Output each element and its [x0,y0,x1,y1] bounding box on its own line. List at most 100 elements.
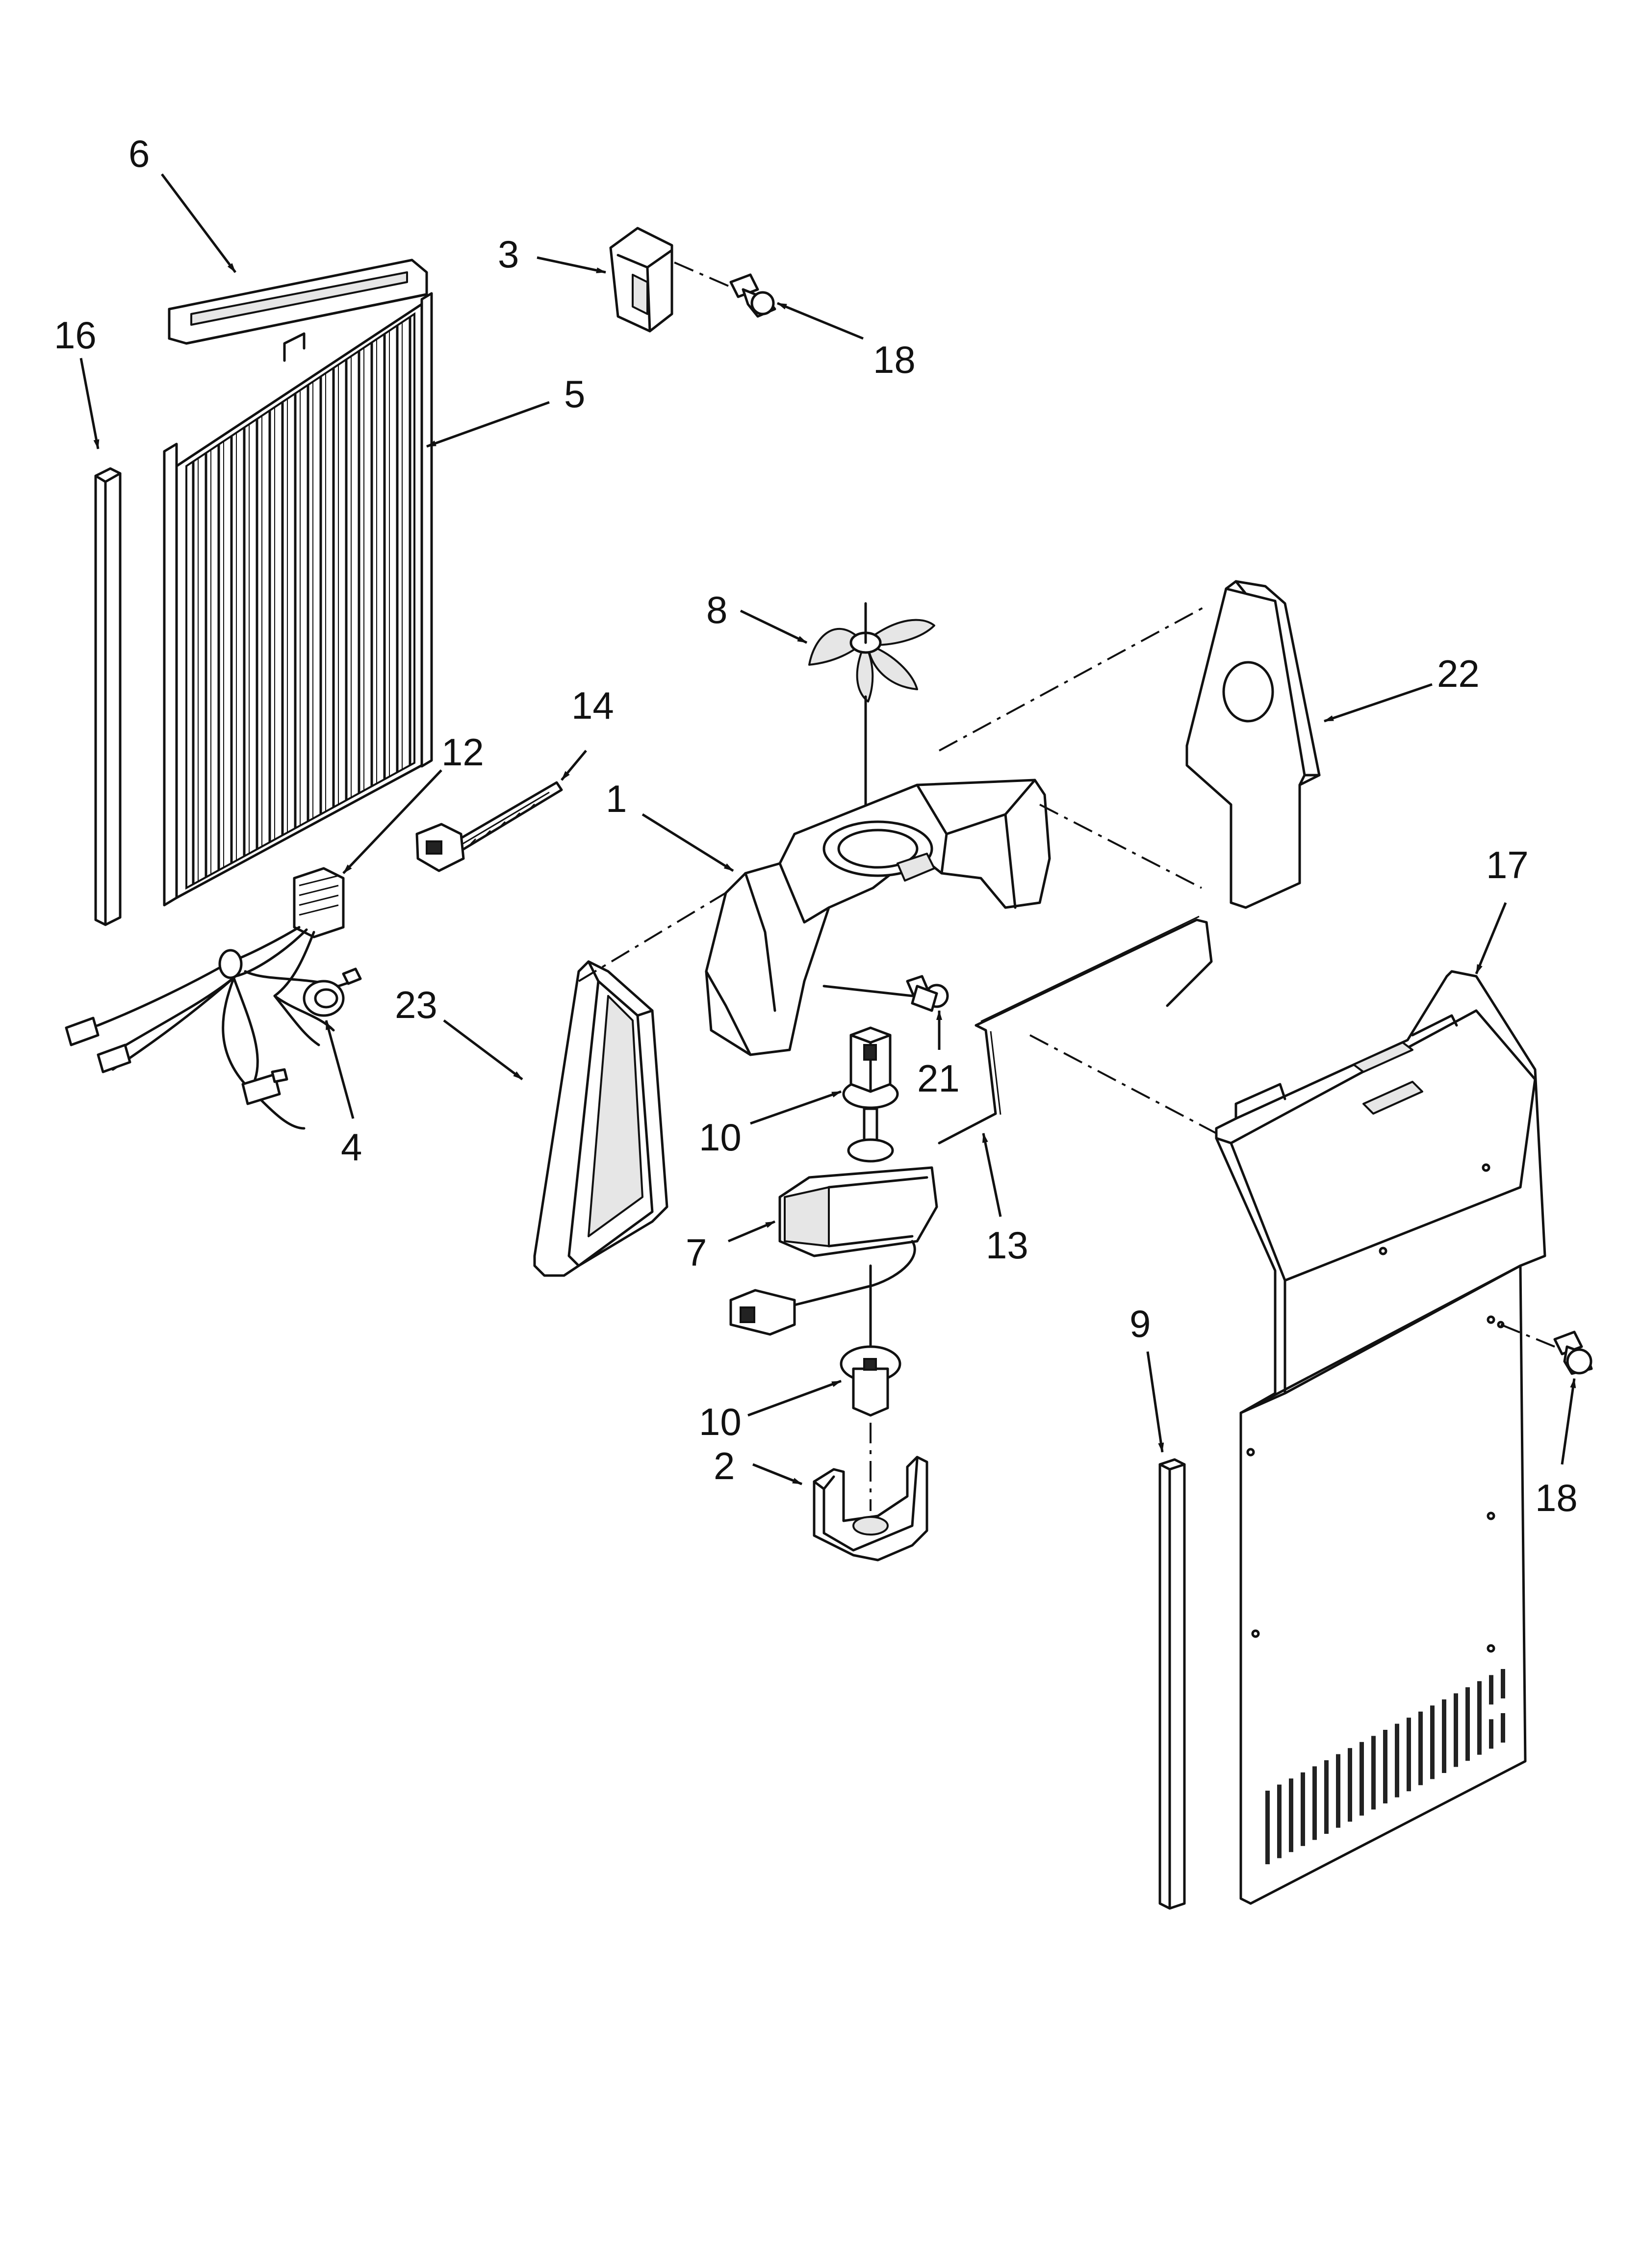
vent-slot [1336,1778,1340,1808]
callout-1: 1 [606,777,627,820]
vent-slot [1442,1724,1446,1753]
callout-7: 7 [686,1231,707,1274]
leader-lines [79,173,1576,1486]
callout-9: 9 [1129,1302,1151,1345]
part-12-wire-harness [65,867,362,1130]
part-10-motor-mount-upper [842,1026,899,1109]
vent-slot [1442,1699,1446,1729]
vent-slot [1395,1748,1399,1778]
callout-14: 14 [571,684,614,727]
vent-slot [1407,1762,1411,1792]
vent-slot [1477,1681,1482,1711]
vent-slot [1383,1774,1387,1803]
vent-slot [1418,1755,1423,1785]
callout-17: 17 [1486,843,1529,886]
vent-slot [1395,1768,1399,1798]
vent-slot [1489,1719,1493,1749]
vent-slot [1265,1815,1270,1845]
part-7-fan-motor [729,1107,938,1336]
vent-slot [1371,1780,1376,1810]
part-1-fan-shroud [705,779,1051,1056]
vent-slot [1348,1773,1352,1802]
vent-slot [1454,1737,1458,1767]
vent-slot [1312,1791,1317,1821]
vent-slot [1348,1748,1352,1778]
callout-2: 2 [714,1444,735,1487]
vent-slot [1277,1809,1282,1839]
vent-slot [1418,1711,1423,1741]
callout-21: 21 [917,1057,960,1100]
vent-slot [1465,1687,1470,1717]
vent-slot [1277,1784,1282,1814]
vent-slot [1442,1744,1446,1773]
vent-slot [1301,1772,1305,1802]
part-10-motor-mount-lower [840,1345,901,1417]
vent-slot [1289,1778,1293,1808]
vent-slot [1277,1828,1282,1858]
vent-slot [1430,1749,1435,1779]
callout-4: 4 [341,1125,362,1169]
vent-slot [1407,1742,1411,1772]
part-13-wire-rod [938,915,1213,1145]
vent-slot [1430,1730,1435,1760]
vent-slot [1336,1754,1340,1784]
part-17-rear-panel [1215,970,1546,1905]
vent-slot [1324,1804,1329,1834]
vent-slots [1265,1669,1505,1864]
vent-slot [1465,1731,1470,1761]
callout-12: 12 [441,730,484,774]
part-16-foam-strip [94,467,122,926]
callout-6: 6 [128,132,150,175]
callout-22: 22 [1437,652,1480,695]
vent-slot [1465,1712,1470,1742]
callout-16: 16 [54,313,97,357]
part-4-grommet [303,980,345,1017]
vent-slot [1418,1736,1423,1766]
callout-3: 3 [498,233,519,276]
callout-8: 8 [706,588,727,631]
vent-slot [1336,1798,1340,1828]
callout-10: 10 [699,1400,742,1443]
vent-slot [1360,1786,1364,1816]
part-22-foam-block [1185,580,1321,909]
vent-slot [1289,1803,1293,1833]
callout-10: 10 [699,1116,742,1159]
vent-slot [1371,1760,1376,1790]
vent-slot [1371,1736,1376,1766]
part-5-evaporator [163,292,433,907]
callout-18: 18 [873,338,916,381]
part-6-evaporator-cover [168,259,428,345]
vent-slot [1395,1723,1399,1753]
vent-slot [1312,1766,1317,1796]
callout-labels: 6 3 18 16 5 8 22 14 12 1 17 23 4 21 10 1… [54,132,1578,1519]
part-9-foam-strip [1158,1458,1186,1910]
vent-slot [1489,1675,1493,1705]
vent-slot [1454,1693,1458,1723]
vent-slot [1430,1705,1435,1735]
vent-slot [1501,1669,1505,1698]
part-2-motor-bracket [813,1456,928,1562]
vent-slot [1324,1785,1329,1814]
vent-slot [1301,1797,1305,1826]
callout-23: 23 [395,983,437,1026]
vent-slot [1324,1760,1329,1790]
vent-slot [1289,1823,1293,1852]
part-8-fan-blade [808,602,935,703]
part-3-cap [609,227,673,333]
vent-slot [1454,1718,1458,1747]
vent-slot [1348,1792,1352,1822]
callout-18: 18 [1535,1476,1578,1519]
vent-slot [1360,1742,1364,1772]
vent-slot [1301,1816,1305,1846]
part-23-foam-block [533,960,668,1277]
vent-slot [1312,1810,1317,1840]
callout-5: 5 [564,372,585,416]
part-21-screw [822,975,949,1012]
vent-slot [1265,1835,1270,1864]
callout-13: 13 [986,1224,1028,1267]
vent-slot [1360,1766,1364,1796]
vent-slot [1477,1725,1482,1755]
part-18-screw-top [729,273,776,318]
vent-slot [1407,1718,1411,1747]
